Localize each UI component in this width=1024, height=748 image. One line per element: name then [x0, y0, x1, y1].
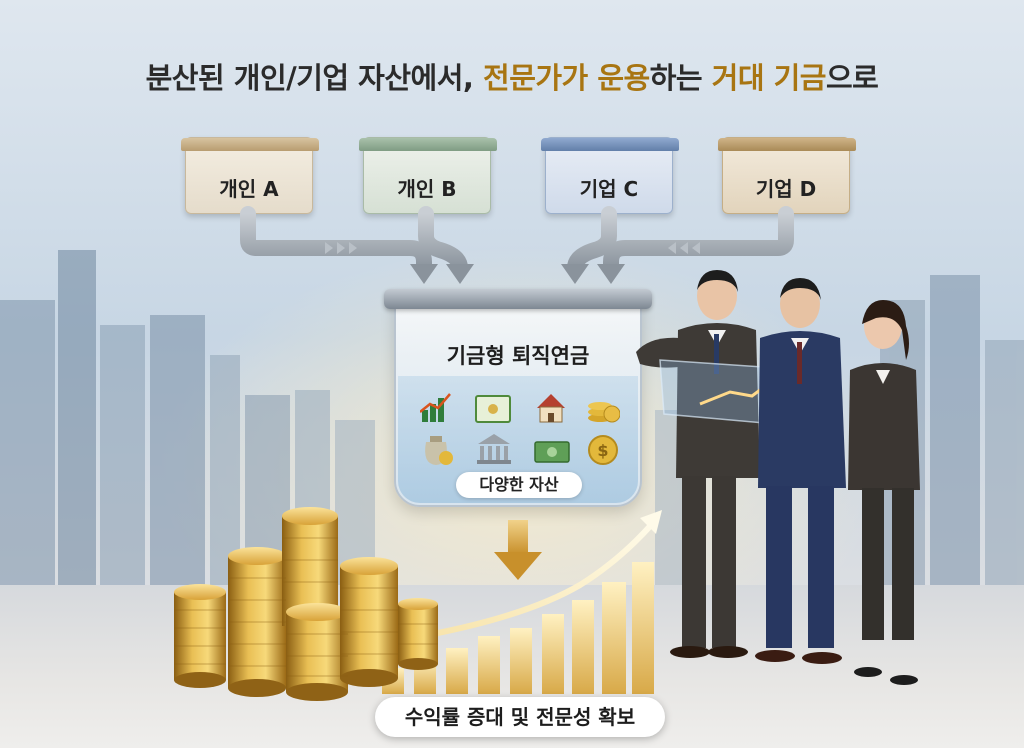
source-box-a: 개인 A: [181, 137, 319, 214]
headline-part5: 으로: [826, 61, 879, 95]
coin-stack: [228, 547, 286, 697]
source-box-c: 기업 C: [541, 137, 679, 214]
assets-label: 다양한 자산: [456, 472, 582, 498]
arrow-from-b: [418, 206, 468, 276]
certificate-icon: [475, 395, 511, 423]
businessman-center: [755, 278, 846, 664]
chart-icon: [420, 393, 451, 422]
arrow-from-d: [603, 206, 794, 276]
source-box-d: 기업 D: [718, 137, 856, 214]
source-box-label: 기업 D: [755, 177, 817, 201]
growth-bar: [510, 628, 532, 694]
headline-part2: 전문가가 운용: [483, 61, 650, 95]
businesswoman-right: [848, 300, 920, 685]
headline: 분산된 개인/기업 자산에서, 전문가가 운용하는 거대 기금으로: [0, 55, 1024, 97]
source-box-label: 개인 B: [397, 177, 457, 201]
dollar-coin-icon: $: [588, 435, 618, 465]
arrow-from-c: [567, 206, 617, 276]
money-bag-icon: [425, 436, 453, 465]
source-box-lid: [181, 138, 319, 151]
headline-part4: 거대 기금: [711, 61, 827, 95]
source-box-lid: [718, 138, 856, 151]
house-icon: [537, 394, 565, 423]
growth-bar: [632, 562, 654, 694]
growth-bar: [572, 600, 594, 694]
source-box-lid: [359, 138, 497, 151]
businessman-left: [636, 270, 760, 658]
source-box-b: 개인 B: [359, 137, 497, 214]
coin-stack: [174, 584, 226, 688]
fund-title: 기금형 퇴직연금: [446, 344, 590, 368]
growth-bar: [542, 614, 564, 694]
growth-bar: [602, 582, 626, 694]
coin-stack: [286, 603, 348, 701]
headline-part3: 하는: [649, 61, 712, 95]
growth-bar: [446, 648, 468, 694]
svg-text:$: $: [597, 441, 608, 460]
coin-stack: [398, 598, 438, 670]
growth-curve: [397, 521, 655, 643]
banknote-icon: [534, 441, 570, 463]
coin-stack-icon: [588, 402, 620, 423]
tank-lid: [384, 289, 652, 309]
fund-tank: 기금형 퇴직연금: [394, 292, 642, 507]
growth-bar: [478, 636, 500, 694]
headline-part1: 분산된 개인/기업 자산에서,: [145, 61, 484, 95]
source-box-label: 기업 C: [579, 177, 639, 201]
down-arrow-icon: [494, 520, 542, 580]
bank-icon: [477, 434, 511, 464]
coin-stack: [340, 557, 398, 687]
source-box-lid: [541, 138, 679, 151]
asset-icons: $: [420, 393, 620, 465]
growth-arrowhead: [640, 510, 662, 534]
source-box-label: 개인 A: [219, 177, 279, 201]
outcome-label: 수익률 증대 및 전문성 확보: [375, 697, 665, 737]
